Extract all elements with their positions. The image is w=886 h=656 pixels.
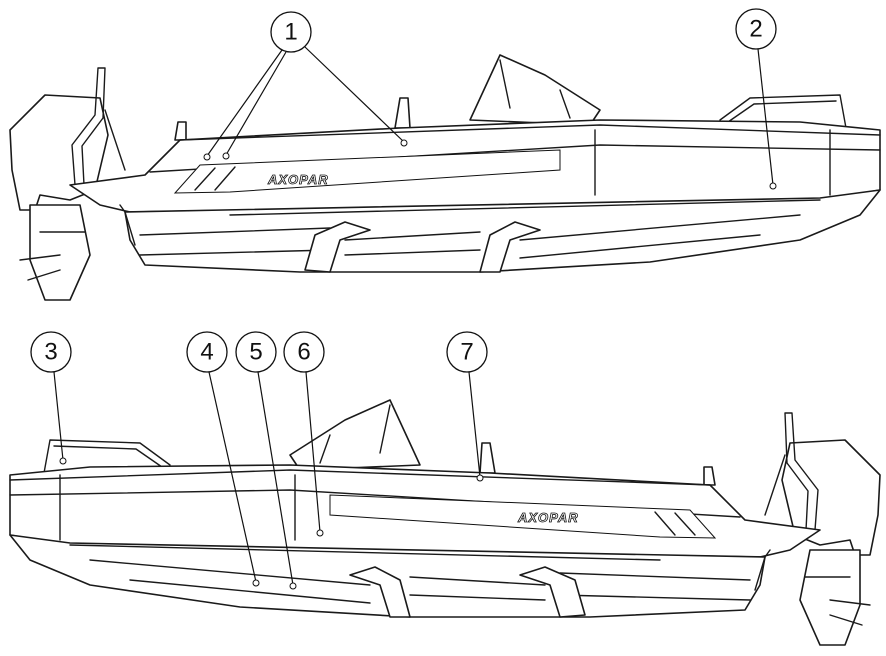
callout-1: 1: [270, 11, 312, 53]
callout-6: 6: [283, 331, 325, 373]
svg-text:4: 4: [200, 339, 213, 366]
measurement-points: [59, 139, 777, 590]
leader-lines: [53, 46, 774, 586]
brand-logo-starboard: AXOPAR: [517, 510, 579, 525]
callout-7: 7: [446, 331, 488, 373]
boat-starboard-side-view: [9, 399, 881, 646]
callout-3: 3: [30, 331, 72, 373]
svg-text:3: 3: [44, 339, 57, 366]
callout-4: 4: [186, 331, 228, 373]
svg-text:6: 6: [297, 339, 310, 366]
brand-logo: AXOPAR: [267, 172, 329, 187]
svg-text:2: 2: [749, 16, 762, 43]
boat-port-side-view: [9, 54, 881, 301]
callout-5: 5: [235, 331, 277, 373]
svg-text:1: 1: [284, 19, 297, 46]
svg-text:7: 7: [460, 339, 473, 366]
svg-text:5: 5: [249, 339, 262, 366]
callout-2: 2: [735, 8, 777, 50]
